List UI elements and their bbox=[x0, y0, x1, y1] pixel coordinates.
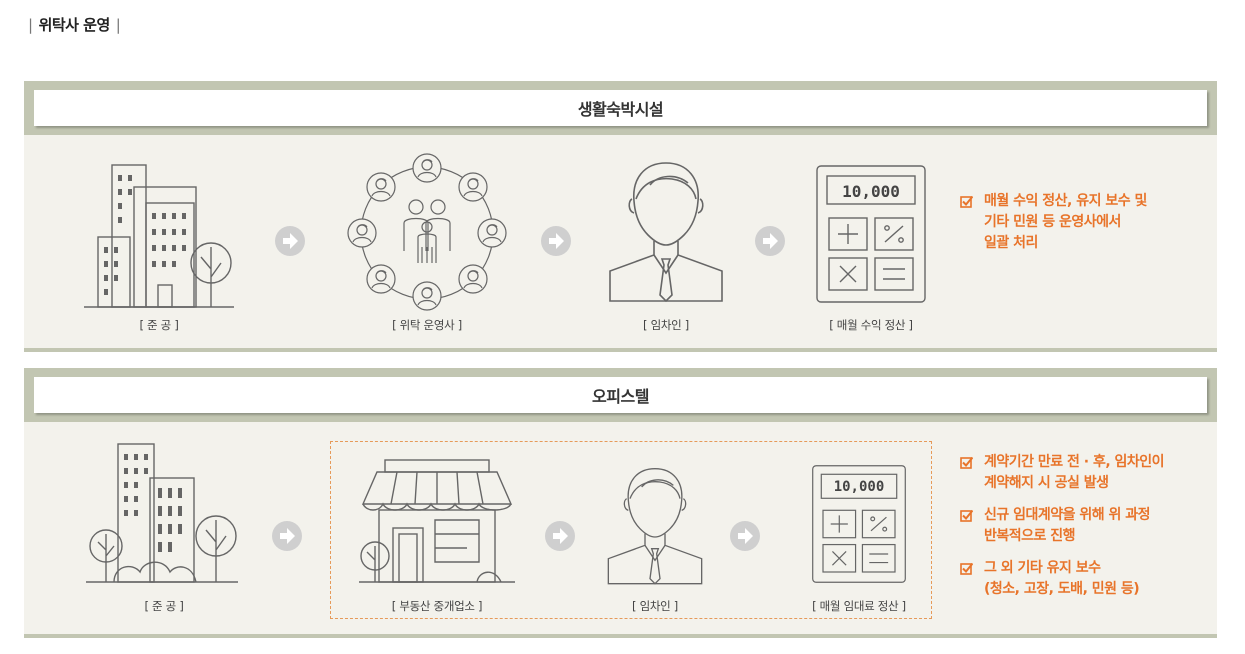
note-line: 신규 임대계약을 위해 위 과정 bbox=[984, 507, 1151, 523]
heading-bar-right: | bbox=[115, 16, 121, 34]
step-management-company: [ 위탁 운영사 ] bbox=[342, 151, 512, 341]
cycle-group-box bbox=[330, 441, 932, 619]
tenant-icon bbox=[605, 462, 705, 587]
step-caption: [ 매월 수익 정산 ] bbox=[829, 318, 913, 332]
step-caption: [ 매월 임대료 정산 ] bbox=[812, 599, 906, 613]
step-real-estate-office: [ 부동산 중개업소 ] bbox=[352, 458, 522, 618]
arrow-right-icon bbox=[545, 521, 575, 551]
note-item: 신규 임대계약을 위해 위 과정 반복적으로 진행 bbox=[960, 505, 1215, 547]
management-network-icon bbox=[347, 153, 507, 311]
note-item: 계약기간 만료 전 · 후, 임차인이 계약해지 시 공실 발생 bbox=[960, 452, 1215, 494]
real-estate-office-icon bbox=[359, 459, 515, 583]
calculator-display: 10,000 bbox=[833, 479, 885, 495]
building-icon bbox=[86, 443, 238, 583]
step-monthly-rent-settlement: 10,000 [ 매월 임대료 정산 ] bbox=[794, 458, 924, 618]
step-caption: [ 임차인 ] bbox=[632, 599, 678, 613]
section-officetel: 오피스텔 bbox=[24, 368, 1217, 638]
checkbox-checked-icon bbox=[960, 509, 973, 522]
building-icon bbox=[84, 164, 234, 308]
note-line: 일괄 처리 bbox=[984, 235, 1038, 251]
section-residential-lodging: 생활숙박시설 bbox=[24, 81, 1217, 352]
arrow-right-icon bbox=[272, 521, 302, 551]
section-title: 생활숙박시설 bbox=[34, 90, 1207, 126]
heading-bar-left: | bbox=[28, 16, 33, 34]
arrow-right-icon bbox=[730, 521, 760, 551]
note-line: (청소, 고장, 도배, 민원 등) bbox=[984, 581, 1140, 597]
notes-list: 계약기간 만료 전 · 후, 임차인이 계약해지 시 공실 발생 신규 임대계약… bbox=[960, 452, 1215, 611]
step-completion: [ 준 공 ] bbox=[84, 438, 244, 628]
section-title: 오피스텔 bbox=[34, 377, 1207, 413]
arrow-right-icon bbox=[275, 226, 305, 256]
step-caption: [ 임차인 ] bbox=[643, 318, 689, 332]
section-title-band: 오피스텔 bbox=[24, 368, 1217, 422]
step-caption: [ 준 공 ] bbox=[144, 599, 184, 613]
note-line: 그 외 기타 유지 보수 bbox=[984, 560, 1101, 576]
step-caption: [ 부동산 중개업소 ] bbox=[391, 599, 483, 613]
calculator-display: 10,000 bbox=[842, 182, 900, 201]
note-line: 반복적으로 진행 bbox=[984, 528, 1076, 544]
step-tenant: [ 임차인 ] bbox=[595, 458, 715, 618]
section-title-band: 생활숙박시설 bbox=[24, 81, 1217, 135]
note-line: 매월 수익 정산, 유지 보수 및 bbox=[984, 193, 1147, 209]
step-caption: [ 준 공 ] bbox=[139, 318, 179, 332]
arrow-right-icon bbox=[755, 226, 785, 256]
arrow-right-icon bbox=[541, 226, 571, 256]
step-tenant: [ 임차인 ] bbox=[601, 151, 731, 341]
step-monthly-settlement: 10,000 [ 매월 수익 정산 ] bbox=[806, 151, 936, 341]
note-item: 매월 수익 정산, 유지 보수 및 기타 민원 등 운영사에서 일괄 처리 bbox=[960, 191, 1210, 254]
notes-list: 매월 수익 정산, 유지 보수 및 기타 민원 등 운영사에서 일괄 처리 bbox=[960, 191, 1210, 265]
note-line: 기타 민원 등 운영사에서 bbox=[984, 214, 1121, 230]
checkbox-checked-icon bbox=[960, 195, 973, 208]
note-item: 그 외 기타 유지 보수 (청소, 고장, 도배, 민원 등) bbox=[960, 558, 1215, 600]
tenant-icon bbox=[606, 155, 726, 305]
checkbox-checked-icon bbox=[960, 562, 973, 575]
page-heading: |위탁사 운영| bbox=[22, 14, 126, 35]
step-caption: [ 위탁 운영사 ] bbox=[392, 318, 462, 332]
step-completion: [ 준 공 ] bbox=[84, 151, 234, 341]
note-line: 계약기간 만료 전 · 후, 임차인이 bbox=[984, 454, 1165, 470]
page-title: 위탁사 운영 bbox=[38, 16, 111, 34]
note-line: 계약해지 시 공실 발생 bbox=[984, 475, 1109, 491]
checkbox-checked-icon bbox=[960, 456, 973, 469]
